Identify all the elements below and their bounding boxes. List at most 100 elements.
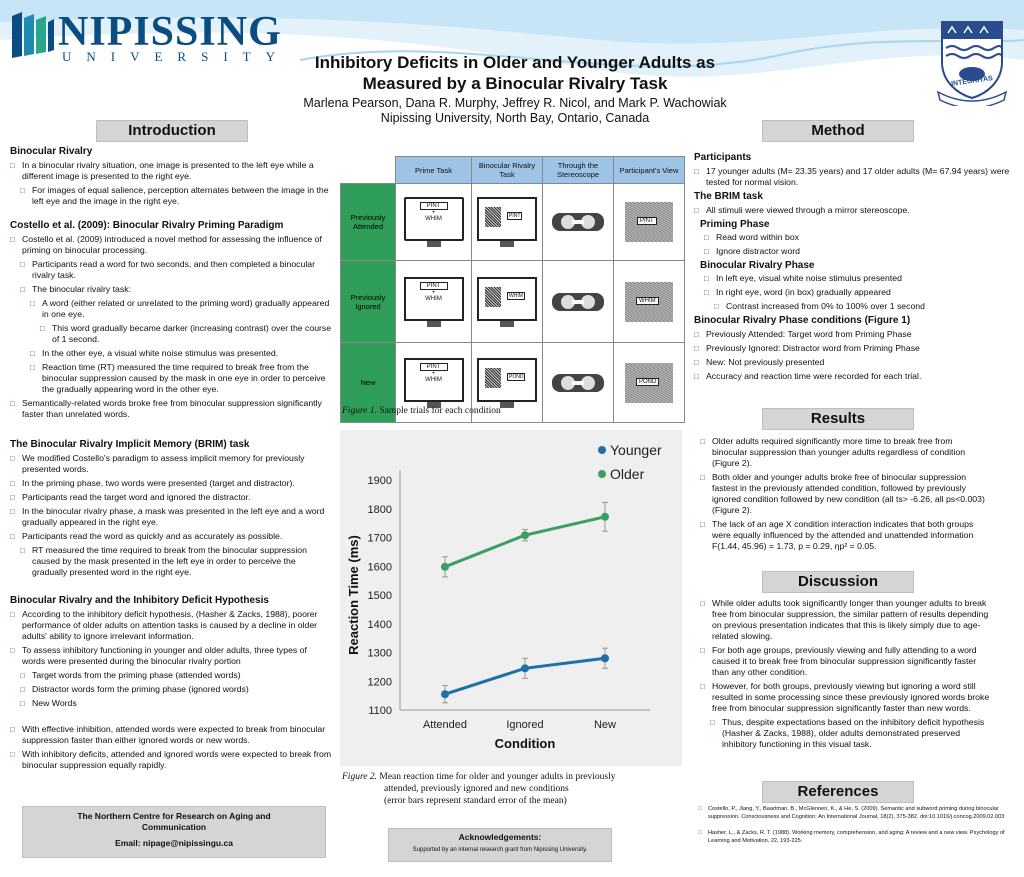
method-heading-conditions: Binocular Rivalry Phase conditions (Figu… (694, 315, 911, 326)
y-axis-label: Reaction Time (ms) (346, 535, 361, 655)
list-item: This word gradually became darker (incre… (40, 323, 332, 345)
noise-mask-icon (485, 207, 501, 227)
list-item: Costello et al. (2009) introduced a nove… (10, 234, 332, 256)
y-tick-label: 1600 (368, 561, 392, 573)
participant-view-cell: WHIM (613, 260, 685, 343)
list-item: In the other eye, a visual white noise s… (30, 348, 332, 359)
intro-heading-binocular-rivalry: Binocular Rivalry (10, 146, 93, 157)
prime-task-cell: PINT + WHIM (395, 342, 472, 423)
y-tick-label: 1300 (368, 648, 392, 660)
poster-title: Inhibitory Deficits in Older and Younger… (314, 53, 716, 93)
prime-target-word: PINT (419, 281, 448, 290)
banner-background (0, 0, 1024, 77)
monitor-stand-icon (426, 401, 441, 408)
figure1-header: Participant's View (613, 156, 685, 184)
results-column: Older adults required significantly more… (700, 436, 990, 555)
list-item: With effective inhibition, attended word… (10, 724, 332, 746)
figure1-table: Prime Task Binocular Rivalry Task Throug… (340, 156, 685, 423)
intro-heading-inhibitory-deficit: Binocular Rivalry and the Inhibitory Def… (10, 595, 269, 606)
x-axis-label: Condition (495, 736, 556, 751)
list-item: Semantically-related words broke free fr… (10, 398, 332, 420)
stereoscope-icon (552, 213, 604, 231)
stereoscope-icon (552, 373, 604, 392)
list-item: Read word within box (704, 232, 1016, 243)
list-item: Both older and younger adults broke free… (700, 472, 990, 516)
discussion-header: Discussion (762, 571, 914, 593)
monitor-stand-icon (426, 320, 441, 327)
figure1-caption: Figure 1. Sample trials for each conditi… (342, 406, 501, 416)
introduction-header: Introduction (96, 120, 248, 142)
monitor-icon: PINT + WHIM (403, 276, 464, 321)
data-point-younger (521, 664, 529, 673)
reaction-time-chart: 110012001300140015001600170018001900Atte… (346, 442, 662, 751)
list-item: 17 younger adults (M= 23.35 years) and 1… (694, 166, 1016, 188)
logo-name: NIPISSING (58, 9, 282, 55)
figure1-header: Binocular Rivalry Task (471, 156, 543, 184)
research-centre-name: The Northern Centre for Research on Agin… (77, 811, 271, 832)
discussion-column: While older adults took significantly lo… (700, 598, 990, 753)
fixation-cross: + (431, 370, 436, 377)
prime-task-cell: PINT + WHIM (395, 260, 472, 343)
figure1-header: Through the Stereoscope (542, 156, 614, 184)
legend-label: Older (610, 466, 645, 482)
list-item: All stimuli were viewed through a mirror… (694, 205, 1016, 216)
list-item: RT measured the time required to break f… (20, 545, 332, 578)
references-list: □Costello, P., Jiang, Y., Baartman, B., … (698, 806, 1008, 845)
list-item: Distractor words form the priming phase … (20, 684, 332, 695)
method-heading-participants: Participants (694, 152, 752, 163)
university-crest-icon (936, 21, 1008, 106)
list-item: However, for both groups, previously vie… (700, 681, 990, 714)
introduction-column: Binocular Rivalry In a binocular rivalry… (10, 146, 332, 774)
monitor-stand-icon (426, 241, 441, 247)
fixation-cross: + (431, 289, 436, 296)
figure1-row-label: New (340, 342, 396, 423)
figure2-caption: Figure 2. Mean reaction time for older a… (342, 772, 616, 806)
rivalry-task-cell: WHIM (471, 260, 543, 343)
monitor-stand-icon (500, 401, 514, 408)
list-item: Previously Attended: Target word from Pr… (694, 329, 1016, 340)
list-item: Reaction time (RT) measured the time req… (30, 362, 332, 395)
figure1-row-label: Previously Attended (340, 183, 396, 261)
data-point-older (441, 562, 449, 571)
list-item: While older adults took significantly lo… (700, 598, 990, 642)
list-item: Thus, despite expectations based on the … (710, 717, 990, 750)
method-heading-brim: The BRIM task (694, 191, 763, 202)
data-point-older (601, 512, 609, 521)
series-line-older (444, 515, 606, 569)
list-item: Participants read the target word and ig… (10, 492, 332, 503)
list-item: Previously Ignored: Distractor word from… (694, 343, 1016, 354)
list-item: A word (either related or unrelated to t… (30, 298, 332, 320)
list-item: In the binocular rivalry phase, a mask w… (10, 506, 332, 528)
logo-subtitle: UNIVERSITY (62, 49, 290, 64)
y-tick-label: 1500 (368, 590, 392, 602)
y-tick-label: 1400 (368, 619, 392, 631)
list-item: With inhibitory deficits, attended and i… (10, 749, 332, 771)
monitor-icon: PINT (477, 197, 537, 241)
participant-view-cell: PINT (613, 183, 685, 261)
list-item: According to the inhibitory deficit hypo… (10, 609, 332, 642)
results-header: Results (762, 408, 914, 430)
list-item: In right eye, word (in box) gradually ap… (704, 287, 1016, 298)
intro-heading-costello: Costello et al. (2009): Binocular Rivalr… (10, 220, 284, 231)
noise-mask-icon (485, 367, 501, 388)
monitor-stand-icon (500, 241, 514, 247)
x-tick-label: Ignored (506, 719, 543, 731)
monitor-icon: PINT + WHIM (403, 197, 464, 241)
reference-item: □Costello, P., Jiang, Y., Baartman, B., … (698, 806, 1005, 820)
prime-target-word: PINT (419, 202, 448, 210)
x-tick-label: New (594, 719, 616, 731)
perceived-word: POND (636, 377, 660, 386)
method-header: Method (762, 120, 914, 142)
method-heading-rivalry-phase: Binocular Rivalry Phase (700, 260, 815, 271)
acknowledgements-title: Acknowledgements: (458, 832, 542, 842)
list-item: We modified Costello's paradigm to asses… (10, 453, 332, 475)
monitor-stand-icon (500, 320, 514, 327)
legend-marker-younger (598, 446, 606, 454)
reference-item: □Hasher, L., & Zacks, R. T. (1988). Work… (698, 830, 1005, 844)
nipissing-logo-icon (12, 12, 54, 58)
prime-distractor-word: WHIM (425, 295, 442, 302)
y-tick-label: 1800 (368, 504, 392, 516)
list-item: New Words (20, 698, 332, 709)
list-item: Participants read a word for two seconds… (20, 259, 332, 281)
noise-view-icon: PINT (625, 202, 673, 242)
